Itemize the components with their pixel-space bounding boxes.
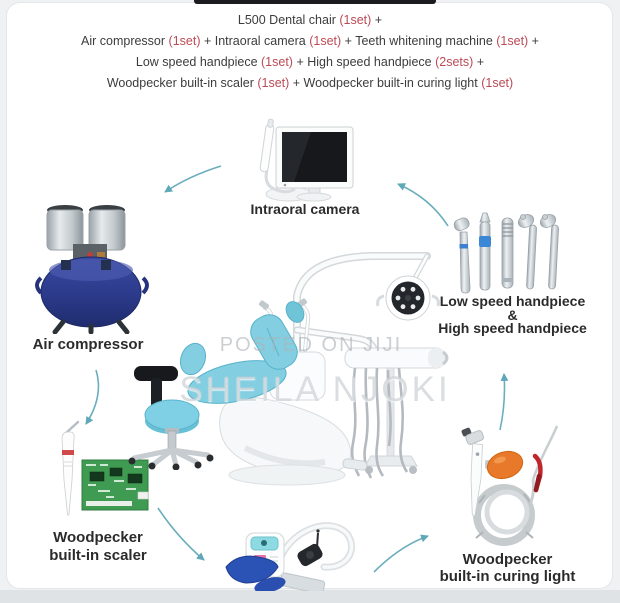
arrow-to-curing-light-icon [373, 534, 429, 573]
handpieces-label-line1: Low speed handpiece [439, 293, 586, 309]
teeth-whitening-machine-image [225, 522, 356, 591]
arrow-to-scaler-icon [85, 369, 100, 425]
intraoral-camera-image [259, 118, 354, 202]
handpieces-image [453, 212, 559, 294]
header-quantity: (1set) [168, 34, 201, 48]
package-line-1: L500 Dental chair (1set) + [10, 10, 610, 31]
curing-light-image [461, 425, 559, 546]
header-segment: + [528, 34, 539, 48]
header-quantity: (1set) [261, 55, 293, 69]
header-segment: L500 Dental chair [237, 13, 340, 27]
intraoral-camera-label: Intraoral camera [250, 201, 360, 217]
air-compressor-label: Air compressor [32, 336, 144, 353]
header-quantity: (1set) [481, 76, 514, 90]
handpieces-label-amp: & [507, 306, 518, 323]
curing-light-label-line1: Woodpecker [462, 551, 553, 568]
top-dark-bar [194, 0, 436, 4]
curing-light-label-line2: built-in curing light [439, 568, 576, 585]
bottom-strip [0, 590, 620, 603]
arrow-to-handpieces-icon [499, 373, 509, 431]
header-segment: Air compressor [81, 34, 169, 48]
header-segment: + [473, 55, 485, 69]
header-segment: + Woodpecker built-in curing light [289, 76, 482, 90]
curing-light-label: Woodpecker built-in curing light [425, 551, 590, 585]
package-line-3: Low speed handpiece (1set) + High speed … [10, 52, 610, 73]
header-segment: Low speed handpiece [135, 55, 262, 69]
scaler-label-line1: Woodpecker [53, 529, 143, 546]
scaler-label: Woodpecker built-in scaler [28, 529, 168, 565]
dental-chair-image [179, 252, 449, 486]
header-quantity: (1set) [339, 13, 372, 27]
header-segment: + Intraoral camera [200, 34, 310, 48]
header-quantity: (1set) [309, 34, 342, 48]
header-segment: Woodpecker built-in scaler [106, 76, 258, 90]
arrow-to-intraoral-camera-icon [397, 183, 449, 227]
header-segment: + [371, 13, 383, 27]
header-quantity: (1set) [257, 76, 290, 90]
handpieces-label-line2: High speed handpiece [438, 320, 587, 336]
package-description: L500 Dental chair (1set) + Air compresso… [10, 10, 610, 94]
header-segment: + Teeth whitening machine [341, 34, 497, 48]
arrow-to-whitening-machine-icon [157, 507, 205, 561]
header-quantity: (2sets) [435, 55, 474, 69]
air-compressor-image [35, 205, 149, 334]
scaler-image [61, 420, 149, 516]
arrow-to-air-compressor-icon [164, 165, 222, 193]
header-segment: + High speed handpiece [292, 55, 436, 69]
package-line-2: Air compressor (1set) + Intraoral camera… [10, 31, 610, 52]
header-quantity: (1set) [496, 34, 529, 48]
package-line-4: Woodpecker built-in scaler (1set) + Wood… [10, 73, 610, 94]
dentist-stool-image [128, 366, 214, 470]
scaler-label-line2: built-in scaler [49, 547, 147, 564]
handpieces-label: Low speed handpiece & High speed handpie… [430, 293, 595, 336]
